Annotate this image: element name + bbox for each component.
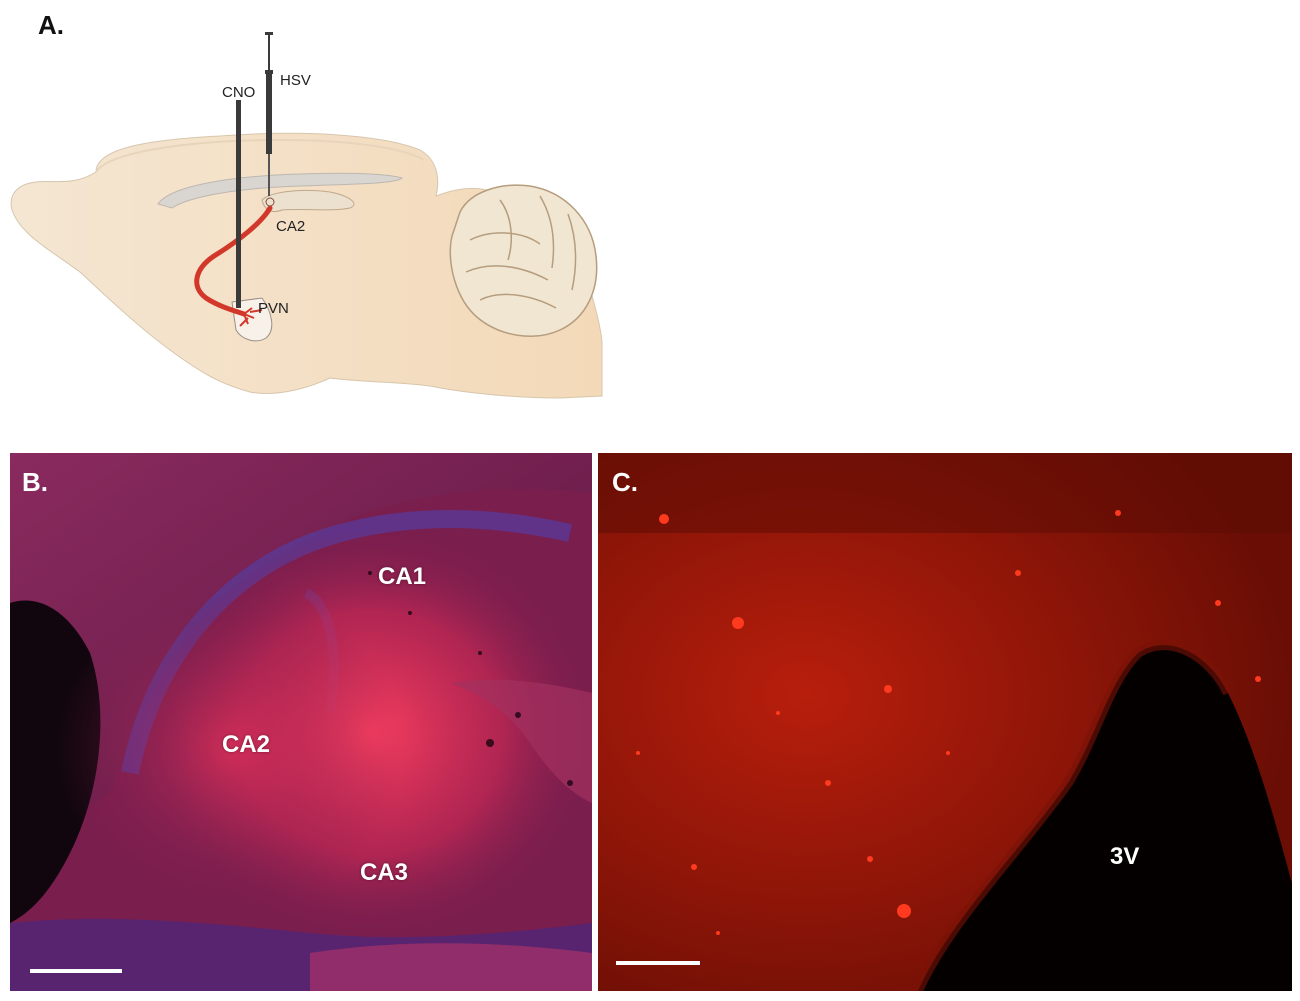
cno-cannula xyxy=(236,100,241,308)
brain-outline xyxy=(10,132,603,399)
pvn-region xyxy=(231,297,273,342)
panel-c-image xyxy=(598,453,1292,991)
panel-b-image xyxy=(10,453,592,991)
cno-label: CNO xyxy=(222,84,256,101)
panel-b-micrograph: B. CA1 CA2 CA3 xyxy=(10,453,592,991)
panel-c-scale-bar xyxy=(616,961,700,965)
ca3-label: CA3 xyxy=(360,859,409,886)
brain-schematic xyxy=(10,32,603,399)
panel-c-label: C. xyxy=(612,467,638,497)
third-ventricle xyxy=(918,645,1292,991)
panel-c-micrograph: C. 3V xyxy=(598,453,1292,991)
corpus-callosum xyxy=(157,172,403,209)
panel-a-label: A. xyxy=(38,10,64,40)
hippocampus xyxy=(261,189,355,213)
ca2-pvn-projection xyxy=(194,205,273,317)
cortex-band xyxy=(95,138,425,173)
hsv-syringe xyxy=(265,32,273,196)
hsv-label: HSV xyxy=(280,72,311,89)
third-ventricle-label: 3V xyxy=(1110,843,1140,870)
pvn-label: PVN xyxy=(258,300,289,317)
cerebellum xyxy=(449,184,598,337)
ca2-label: CA2 xyxy=(276,218,306,235)
panel-b-scale-bar xyxy=(30,969,122,973)
ca1-label: CA1 xyxy=(378,563,427,590)
panel-b-label: B. xyxy=(22,467,48,497)
ca2-micro-label: CA2 xyxy=(222,731,271,758)
